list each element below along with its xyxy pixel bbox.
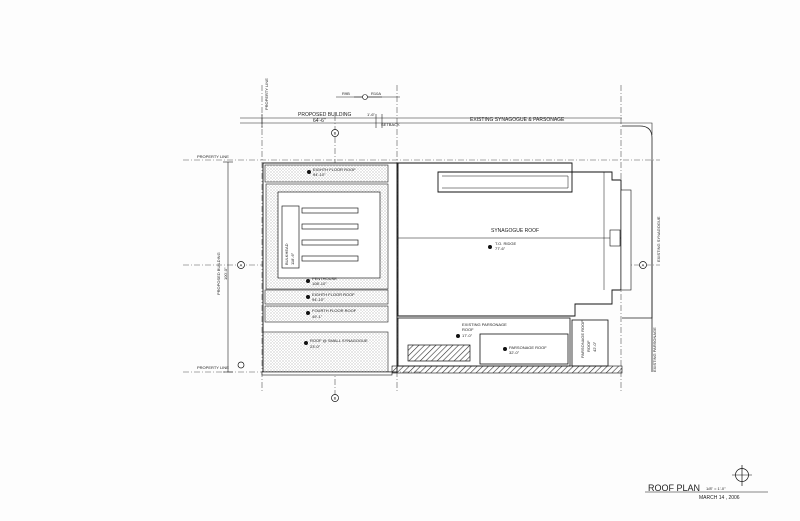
title-block: ROOF PLAN 1/8" = 1'-0" MARCH 14 , 2006 — [645, 465, 768, 501]
svg-text:FOURTH FLOOR ROOF: FOURTH FLOOR ROOF — [312, 308, 357, 313]
drawing-scale: 1/8" = 1'-0" — [706, 486, 726, 491]
svg-text:EIGHTH FLOOR ROOF: EIGHTH FLOOR ROOF — [313, 167, 356, 172]
synagogue-building — [397, 162, 632, 317]
fourth-floor-roof — [264, 305, 389, 323]
svg-text:ROOF @ SMALL SYNAGOGUE: ROOF @ SMALL SYNAGOGUE — [310, 338, 368, 343]
proposed-building-vertical: PROPOSED BUILDING — [216, 252, 221, 295]
svg-text:42'-0": 42'-0" — [592, 341, 597, 352]
proposed-building-dim: 64'-6" — [313, 118, 326, 124]
property-line-top-label: PROPERTY LINE — [264, 78, 269, 110]
svg-text:EIGHTH FLOOR ROOF: EIGHTH FLOOR ROOF — [312, 292, 355, 297]
svg-text:23'-0": 23'-0" — [310, 344, 321, 349]
setback-label: SETBACK — [381, 122, 400, 127]
existing-synagogue-label: EXISTING SYNAGOGUE — [656, 216, 661, 262]
bulkhead — [281, 205, 300, 269]
svg-text:PENTHOUSE: PENTHOUSE — [312, 276, 337, 281]
property-line-left-bottom: PROPERTY LINE — [197, 365, 229, 370]
eighth-floor-roof-top-label: EIGHTH FLOOR ROOF 94'-10" — [307, 167, 356, 177]
svg-text:PARSONAGE ROOF: PARSONAGE ROOF — [580, 320, 585, 358]
small-synagogue-roof — [262, 331, 389, 373]
svg-text:A: A — [240, 263, 243, 268]
svg-text:ROOF: ROOF — [462, 327, 474, 332]
property-line-right — [622, 125, 653, 372]
svg-text:B: B — [334, 131, 337, 136]
existing-parsonage-roof-label: EXISTING PARSONAGE ROOF 17'-0" — [456, 322, 507, 338]
grade-hatch — [391, 365, 623, 374]
proposed-building-label: PROPOSED BUILDING — [298, 112, 351, 118]
grid-marker-a-right: A — [639, 261, 647, 269]
bulkhead-slats — [301, 207, 359, 262]
svg-text:17'-0": 17'-0" — [462, 333, 473, 338]
eighth-floor-roof-bottom-label: EIGHTH FLOOR ROOF 94'-10" — [306, 292, 355, 302]
svg-text:ROOF: ROOF — [586, 340, 591, 352]
dimension-lines — [223, 96, 653, 373]
property-line-left-top: PROPERTY LINE — [197, 154, 229, 159]
grid-marker-left-bottom — [237, 361, 245, 369]
penthouse-label: PENTHOUSE 108'-10" — [306, 276, 337, 286]
svg-text:R9B: R9B — [342, 91, 350, 96]
svg-text:118'-6": 118'-6" — [290, 252, 295, 265]
existing-parsonage-label: EXISTING PARSONAGE — [652, 327, 657, 372]
svg-text:32'-0": 32'-0" — [509, 350, 520, 355]
svg-text:R10A: R10A — [371, 91, 381, 96]
synagogue-roof-label: SYNAGOGUE ROOF T.O. RIDGE 77'-6" — [488, 228, 539, 251]
bulkhead-label: BULKHEAD 118'-6" — [284, 243, 295, 265]
grid-marker-b-top: B — [331, 129, 339, 137]
zoning-marker: R9B R10A — [342, 91, 382, 100]
svg-text:B: B — [334, 396, 337, 401]
grade-line — [261, 371, 393, 376]
drawing-title: ROOF PLAN — [648, 483, 700, 493]
grid-marker-a-left: A — [237, 261, 245, 269]
svg-text:EXISTING PARSONAGE: EXISTING PARSONAGE — [462, 322, 507, 327]
eighth-floor-roof-bottom — [264, 289, 389, 305]
svg-text:SYNAGOGUE ROOF: SYNAGOGUE ROOF — [491, 228, 539, 234]
svg-text:94'-10": 94'-10" — [313, 172, 326, 177]
parsonage-small-roof-label: PARSONAGE ROOF ROOF 42'-0" — [580, 320, 597, 358]
svg-text:T.O. RIDGE: T.O. RIDGE — [495, 241, 516, 246]
svg-text:PARSONAGE ROOF: PARSONAGE ROOF — [509, 345, 547, 350]
svg-text:108'-10": 108'-10" — [312, 281, 327, 286]
eighth-floor-roof-top — [264, 164, 389, 183]
setback-dim: 1'-6" — [367, 112, 376, 117]
proposed-building-vertical-dim: 100'-0" — [223, 267, 228, 280]
parsonage-stair — [407, 344, 471, 362]
svg-text:49'-1": 49'-1" — [312, 314, 323, 319]
svg-text:94'-10": 94'-10" — [312, 297, 325, 302]
svg-text:A: A — [642, 263, 645, 268]
drawing-date: MARCH 14 , 2006 — [699, 495, 740, 501]
small-synagogue-roof-label: ROOF @ SMALL SYNAGOGUE 23'-0" — [304, 338, 368, 349]
parsonage-roof-label: PARSONAGE ROOF 32'-0" — [503, 345, 547, 355]
svg-text:BULKHEAD: BULKHEAD — [284, 243, 289, 265]
svg-text:77'-6": 77'-6" — [495, 246, 506, 251]
grid-marker-b-bottom: B — [331, 394, 339, 402]
existing-synagogue-parsonage-label: EXISTING SYNAGOGUE & PARSONAGE — [470, 117, 565, 123]
fourth-floor-roof-label: FOURTH FLOOR ROOF 49'-1" — [306, 308, 357, 319]
